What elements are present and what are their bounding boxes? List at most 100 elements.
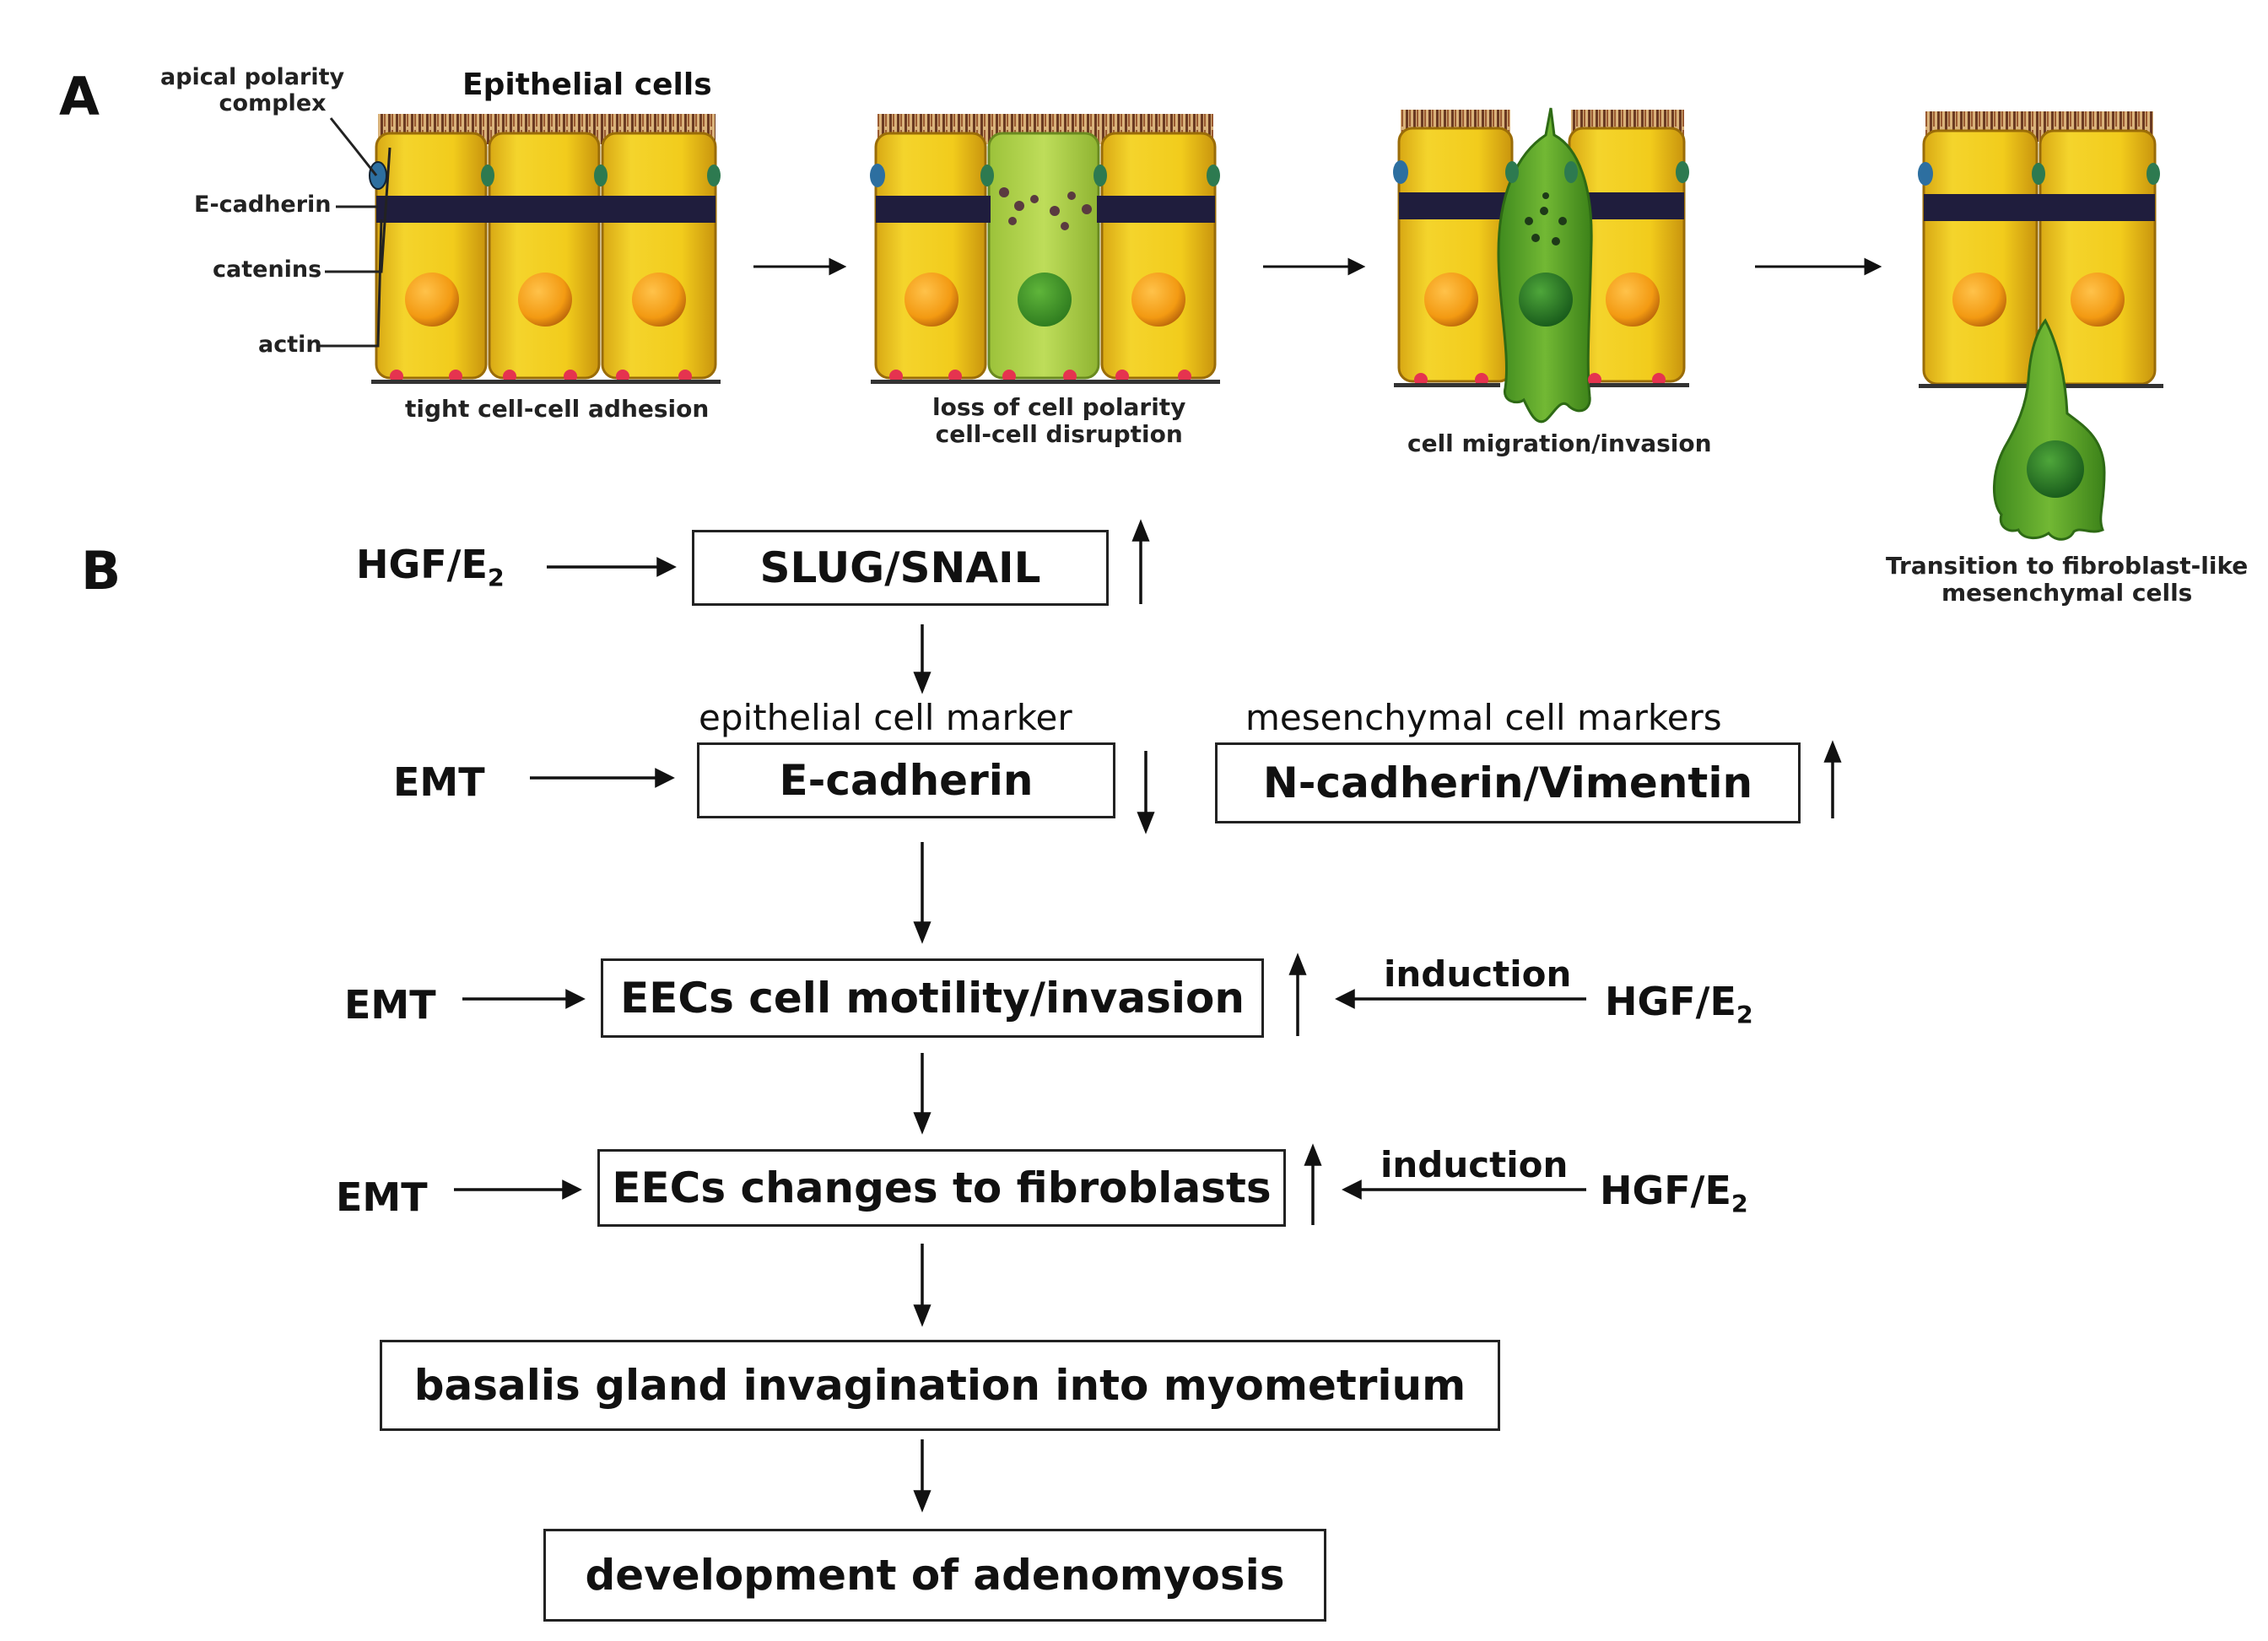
row4-factor-subscript: 2 xyxy=(1731,1190,1748,1218)
fibroblast-change-box: EECs changes to fibroblasts xyxy=(597,1149,1286,1227)
mesenchymal-markers-heading: mesenchymal cell markers xyxy=(1245,697,1722,738)
stage1-apical-dot-2 xyxy=(481,165,494,186)
apical-polarity-label-line1: apical polarity xyxy=(160,64,345,90)
epithelial-cells-label: Epithelial cells xyxy=(462,67,712,102)
row4-factor-text: HGF/E xyxy=(1600,1168,1731,1213)
row1-input-label: HGF/E2 xyxy=(356,542,505,592)
panel-a-letter: A xyxy=(59,66,100,127)
stage3-cell-group xyxy=(1393,107,1689,424)
e-cadherin-label: E-cadherin xyxy=(194,192,332,218)
row3-up-trend-arrow xyxy=(1288,953,1307,1036)
stage2-junction-left xyxy=(876,196,991,223)
stage1-caption: tight cell-cell adhesion xyxy=(405,395,710,423)
stage3-apical-dot-1 xyxy=(1393,160,1408,184)
row3-factor-subscript: 2 xyxy=(1736,1001,1753,1029)
stage1-nucleus-3 xyxy=(632,273,686,327)
mes-up-trend-arrow xyxy=(1823,740,1842,818)
stage2-disrupted-junction xyxy=(999,187,1092,230)
stage1-nucleus-2 xyxy=(518,273,572,327)
stage4-apical-dot-1 xyxy=(1918,162,1933,186)
stage1-cell-group xyxy=(369,114,721,384)
stage1-cell-2 xyxy=(488,132,601,380)
panel-a-leader-lines xyxy=(319,117,392,348)
stage1-junction-band xyxy=(376,196,716,223)
apical-polarity-label-line2: complex xyxy=(219,90,327,116)
stage2-cell-group xyxy=(870,114,1220,384)
stage3-disrupted-junction xyxy=(1525,192,1567,246)
stage2-apical-dot-1 xyxy=(870,164,885,187)
row4-input-arrow xyxy=(454,1179,582,1200)
stage2-caption-line1: loss of cell polarity xyxy=(932,393,1186,421)
row1-input-subscript: 2 xyxy=(487,564,505,592)
stage4-caption-line1: Transition to fibroblast-like xyxy=(1886,552,2249,580)
e-cadherin-box: E-cadherin xyxy=(697,742,1115,818)
stage2-caption: loss of cell polarity cell-cell disrupti… xyxy=(932,394,1185,448)
stage2-nucleus-3 xyxy=(1131,273,1185,327)
catenins-label: catenins xyxy=(213,256,322,283)
stage2-apical-dot-4 xyxy=(1207,165,1220,186)
row3-emt-label: EMT xyxy=(344,982,436,1028)
flow-arrow-2 xyxy=(913,842,932,944)
stage2-baseline xyxy=(871,380,1220,384)
gland-invagination-box: basalis gland invagination into myometri… xyxy=(380,1340,1500,1431)
stage2-apical-dot-3 xyxy=(1094,165,1107,186)
stage2-apical-dot-2 xyxy=(980,165,994,186)
stage1-apical-complex xyxy=(369,161,387,190)
flow-arrow-4 xyxy=(913,1244,932,1327)
stage2-junction-right xyxy=(1097,196,1215,223)
stage1-baseline xyxy=(371,380,721,384)
stage4-junction-band xyxy=(1924,194,2155,221)
epithelial-cell-illustration xyxy=(319,107,2163,541)
stage2-nucleus-1 xyxy=(904,273,958,327)
epithelial-marker-heading: epithelial cell marker xyxy=(699,697,1072,738)
row4-factor-label: HGF/E2 xyxy=(1600,1168,1748,1218)
stage4-nucleus-1 xyxy=(1952,273,2006,327)
stage1-nucleus-1 xyxy=(405,273,459,327)
stage3-nucleus-1 xyxy=(1424,273,1478,327)
stage1-apical-dot-4 xyxy=(707,165,721,186)
flow-arrow-3 xyxy=(913,1053,932,1135)
stage2-caption-line2: cell-cell disruption xyxy=(935,420,1183,448)
stage3-apical-dot-4 xyxy=(1676,161,1689,183)
stage1-cell-3 xyxy=(601,132,717,380)
stage3-baseline-right xyxy=(1590,383,1689,387)
flow-arrow-1 xyxy=(913,624,932,694)
stage3-caption: cell migration/invasion xyxy=(1407,429,1712,457)
slug-snail-box: SLUG/SNAIL xyxy=(692,530,1109,606)
stage4-nucleus-fibroblast xyxy=(2027,440,2084,498)
stage3-junction-left xyxy=(1399,192,1512,219)
row3-factor-label: HGF/E2 xyxy=(1605,979,1753,1029)
row1-up-trend-arrow xyxy=(1131,519,1150,604)
flow-arrow-5 xyxy=(913,1439,932,1513)
actin-label: actin xyxy=(258,332,322,358)
row1-input-arrow xyxy=(547,557,677,577)
row3-induction-label: induction xyxy=(1384,953,1572,995)
motility-invasion-box: EECs cell motility/invasion xyxy=(601,958,1264,1038)
n-cadherin-vimentin-box: N-cadherin/Vimentin xyxy=(1215,742,1801,823)
stage2-cell-1 xyxy=(874,132,987,380)
stage1-cell-1 xyxy=(375,132,488,380)
row3-induction-arrow xyxy=(1335,989,1586,1009)
stage3-nucleus-3 xyxy=(1606,273,1660,327)
row3-input-arrow xyxy=(462,989,586,1009)
stage3-apical-dot-3 xyxy=(1564,161,1578,183)
row2-emt-label: EMT xyxy=(393,759,485,805)
row4-induction-label: induction xyxy=(1380,1144,1569,1185)
stage1-apical-dot-3 xyxy=(594,165,608,186)
row4-induction-arrow xyxy=(1342,1179,1586,1200)
stage4-nucleus-2 xyxy=(2071,273,2125,327)
panel-b-letter: B xyxy=(81,540,122,602)
row3-factor-text: HGF/E xyxy=(1605,979,1736,1024)
stage3-migrating-cell xyxy=(1497,107,1593,424)
apical-polarity-label: apical polarity complex xyxy=(160,64,344,116)
row1-input-text: HGF/E xyxy=(356,542,488,587)
stage2-cell-3 xyxy=(1100,132,1217,380)
adenomyosis-box: development of adenomyosis xyxy=(543,1529,1326,1622)
epi-down-trend-arrow xyxy=(1137,751,1155,834)
stage4-caption-line2: mesenchymal cells xyxy=(1941,579,2193,607)
stage3-nucleus-migrating xyxy=(1519,273,1573,327)
row4-emt-label: EMT xyxy=(336,1174,428,1220)
row4-up-trend-arrow xyxy=(1304,1143,1322,1225)
stage3-baseline-left xyxy=(1394,383,1500,387)
